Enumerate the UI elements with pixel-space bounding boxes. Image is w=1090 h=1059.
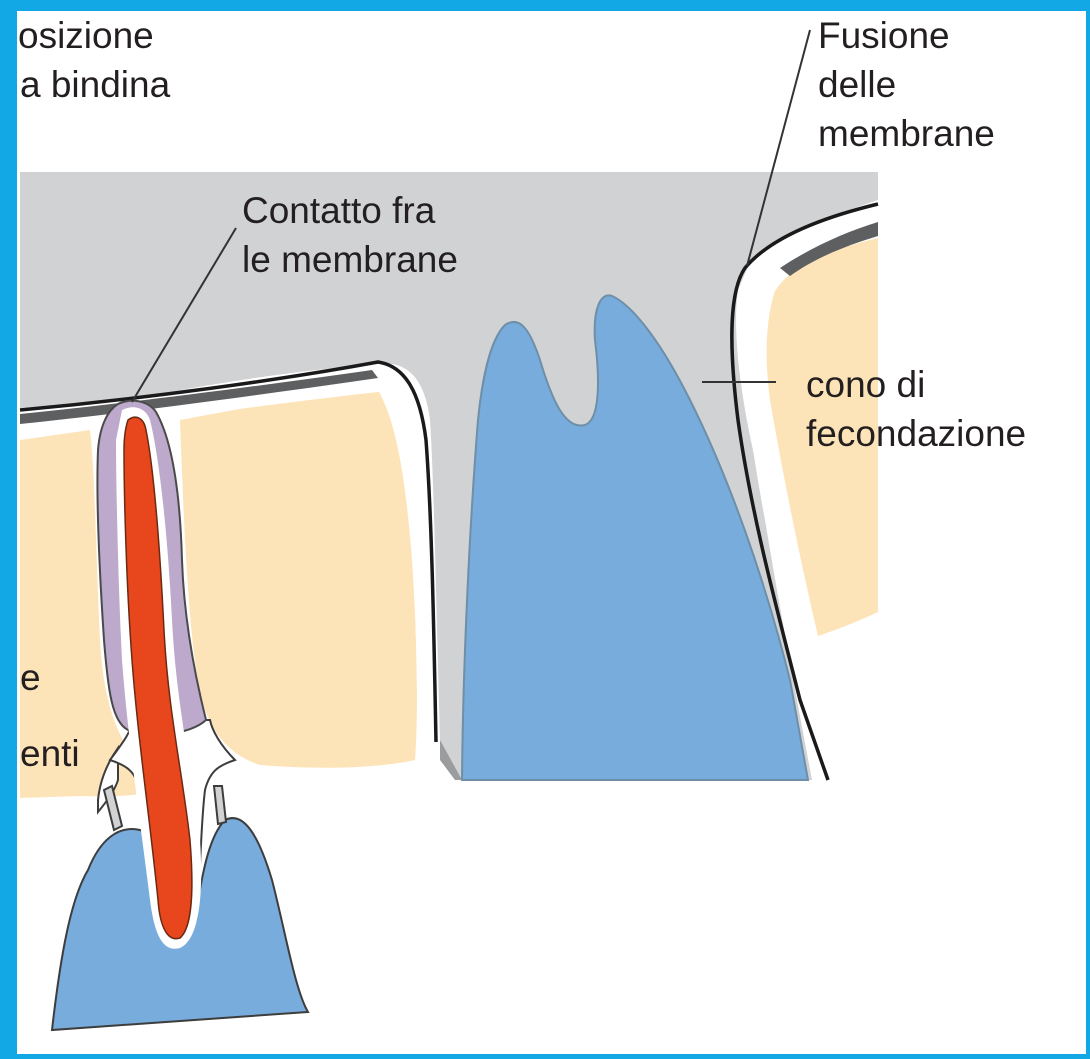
label-left-mid-1: e (20, 655, 41, 700)
label-cone-2: fecondazione (806, 411, 1026, 456)
frame-top (0, 0, 1090, 11)
cytoplasm-middle (180, 390, 417, 768)
frame-bottom (0, 1054, 1090, 1059)
label-top-left-1: osizione (18, 13, 154, 58)
label-fusion-1: Fusione (818, 13, 950, 58)
label-cone-1: cono di (806, 362, 925, 407)
label-top-left-2: a bindina (20, 62, 170, 107)
label-left-mid-2: enti (20, 731, 80, 776)
label-fusion-2: delle (818, 62, 896, 107)
label-contact-2: le membrane (242, 237, 458, 282)
label-contact-1: Contatto fra (242, 188, 435, 233)
frame-right (1086, 0, 1090, 1059)
label-fusion-3: membrane (818, 111, 995, 156)
frame-left (0, 0, 17, 1059)
sperm-spike-right (214, 786, 226, 824)
